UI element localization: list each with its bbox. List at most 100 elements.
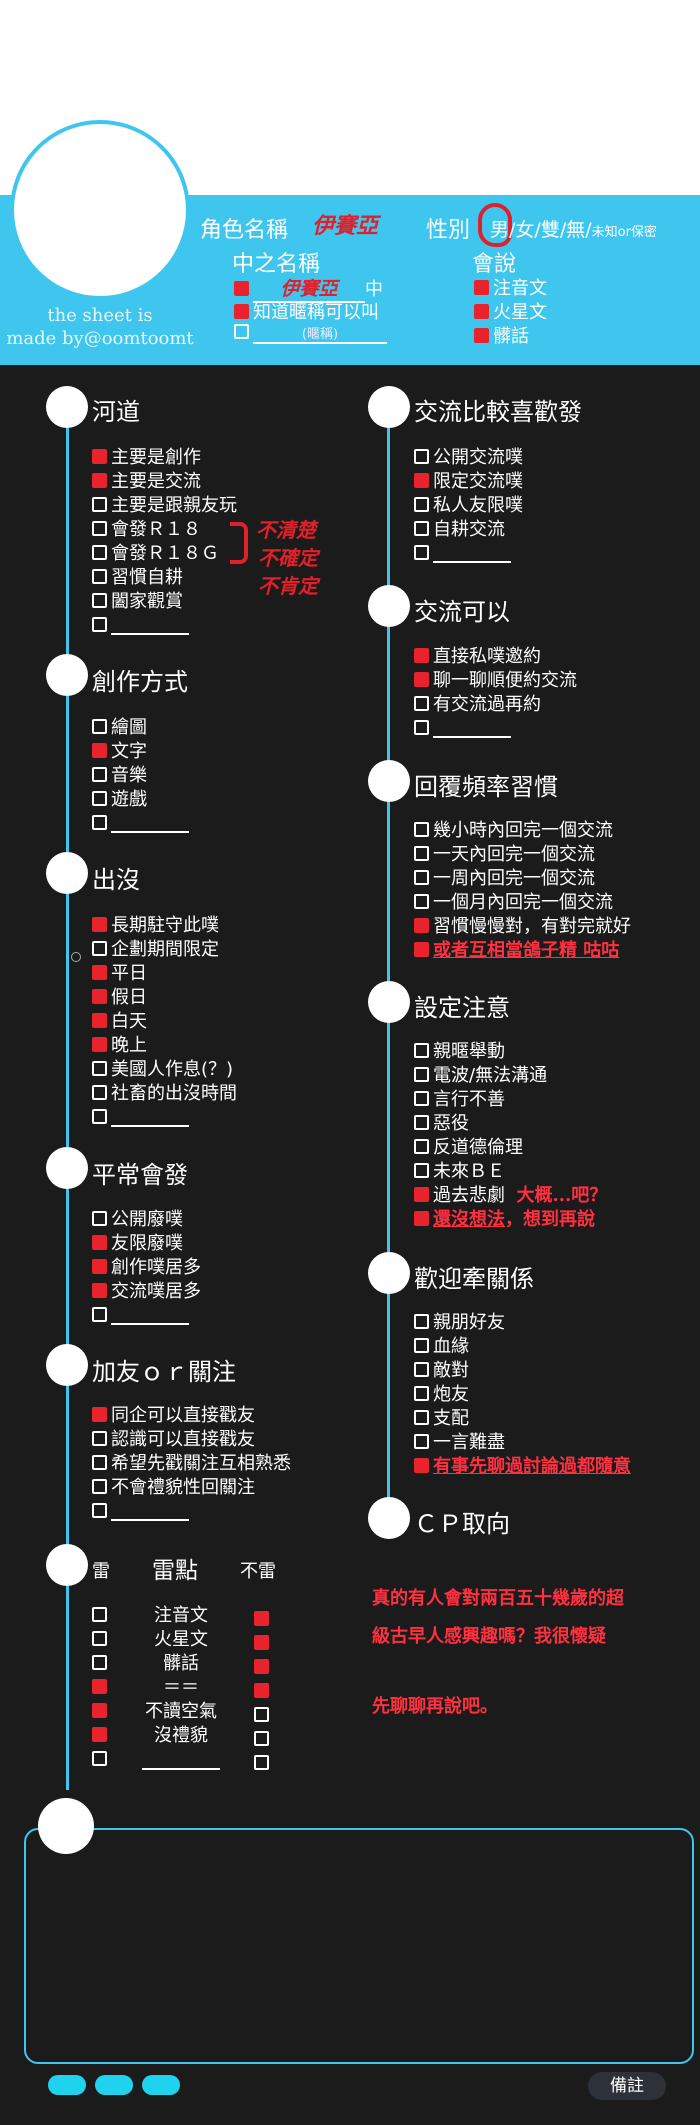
list-item[interactable]: 習慣自耕 bbox=[92, 566, 237, 590]
checkbox[interactable] bbox=[92, 1430, 107, 1446]
list-item[interactable]: 一周內回完一個交流 bbox=[414, 867, 631, 891]
blank-line[interactable] bbox=[142, 1748, 220, 1770]
list-item[interactable]: 還沒想法，想到再說 bbox=[414, 1208, 607, 1232]
checkbox[interactable] bbox=[414, 1210, 429, 1226]
list-item[interactable] bbox=[414, 717, 577, 741]
list-item[interactable]: 一言難盡 bbox=[414, 1431, 631, 1455]
list-item[interactable]: 公開廢噗 bbox=[92, 1208, 201, 1232]
list-item[interactable]: 交流噗居多 bbox=[92, 1280, 201, 1304]
checkbox[interactable] bbox=[92, 1036, 107, 1052]
language-row[interactable]: 火星文 bbox=[474, 298, 547, 324]
list-item[interactable]: 會發Ｒ１８Ｇ bbox=[92, 542, 237, 566]
list-item[interactable]: 聊一聊順便約交流 bbox=[414, 669, 577, 693]
list-item[interactable]: 闔家觀賞 bbox=[92, 590, 237, 614]
checkbox[interactable] bbox=[92, 1502, 107, 1518]
language-checkbox[interactable] bbox=[474, 303, 489, 319]
checkbox[interactable] bbox=[414, 1042, 429, 1058]
checkbox[interactable] bbox=[414, 1090, 429, 1106]
mine-checkbox[interactable] bbox=[92, 1750, 107, 1766]
ok-checkbox[interactable] bbox=[254, 1635, 269, 1650]
list-item[interactable]: 不會禮貌性回關注 bbox=[92, 1476, 291, 1500]
blank-line[interactable] bbox=[111, 815, 189, 833]
list-item[interactable]: 創作噗居多 bbox=[92, 1256, 201, 1280]
checkbox[interactable] bbox=[92, 742, 107, 758]
list-item[interactable]: 文字 bbox=[92, 740, 189, 764]
avatar[interactable] bbox=[10, 120, 190, 300]
list-item[interactable]: 惡役 bbox=[414, 1112, 607, 1136]
mine-checkbox[interactable] bbox=[92, 1606, 107, 1622]
list-item[interactable]: 習慣慢慢對，有對完就好 bbox=[414, 915, 631, 939]
list-item[interactable]: 晚上 bbox=[92, 1034, 237, 1058]
checkbox[interactable] bbox=[92, 766, 107, 782]
list-item[interactable]: 同企可以直接戳友 bbox=[92, 1404, 291, 1428]
checkbox[interactable] bbox=[414, 1138, 429, 1154]
list-item[interactable] bbox=[92, 1106, 237, 1130]
checkbox[interactable] bbox=[414, 845, 429, 861]
checkbox[interactable] bbox=[92, 520, 107, 536]
checkbox[interactable] bbox=[414, 448, 429, 464]
list-item[interactable] bbox=[92, 1500, 291, 1524]
remark-button[interactable]: 備註 bbox=[588, 2072, 666, 2100]
checkbox[interactable] bbox=[92, 592, 107, 608]
language-checkbox[interactable] bbox=[474, 327, 489, 343]
gender-male[interactable]: 男 bbox=[490, 219, 510, 241]
list-item[interactable]: 會發Ｒ１８ bbox=[92, 518, 237, 542]
list-item[interactable]: 假日 bbox=[92, 986, 237, 1010]
list-item[interactable]: 認識可以直接戳友 bbox=[92, 1428, 291, 1452]
checkbox[interactable] bbox=[92, 718, 107, 734]
nick-blank-checkbox[interactable] bbox=[234, 323, 249, 339]
tag-pill[interactable] bbox=[95, 2075, 133, 2095]
checkbox[interactable] bbox=[414, 941, 429, 957]
checkbox[interactable] bbox=[92, 544, 107, 560]
checkbox[interactable] bbox=[414, 544, 429, 560]
language-checkbox[interactable] bbox=[474, 279, 489, 295]
list-item[interactable]: 友限廢噗 bbox=[92, 1232, 201, 1256]
checkbox[interactable] bbox=[414, 1337, 429, 1353]
checkbox[interactable] bbox=[414, 1066, 429, 1082]
checkbox[interactable] bbox=[414, 1313, 429, 1329]
list-item[interactable]: 社畜的出沒時間 bbox=[92, 1082, 237, 1106]
list-item[interactable]: 企劃期間限定 bbox=[92, 938, 237, 962]
checkbox[interactable] bbox=[92, 1258, 107, 1274]
blank-line[interactable] bbox=[111, 1109, 189, 1127]
checkbox[interactable] bbox=[92, 814, 107, 830]
list-item[interactable]: 長期駐守此噗 bbox=[92, 914, 237, 938]
list-item[interactable]: 直接私噗邀約 bbox=[414, 645, 577, 669]
checkbox[interactable] bbox=[414, 671, 429, 687]
nick-checkbox[interactable] bbox=[234, 280, 249, 296]
list-item[interactable]: 繪圖 bbox=[92, 716, 189, 740]
checkbox[interactable] bbox=[92, 1234, 107, 1250]
blank-line[interactable] bbox=[433, 720, 511, 738]
language-row[interactable]: 髒話 bbox=[474, 322, 529, 348]
checkbox[interactable] bbox=[414, 1361, 429, 1377]
list-item[interactable]: 私人友限噗 bbox=[414, 494, 523, 518]
list-item[interactable]: 反道德倫理 bbox=[414, 1136, 607, 1160]
list-item[interactable] bbox=[92, 812, 189, 836]
list-item[interactable]: 希望先戳關注互相熟悉 bbox=[92, 1452, 291, 1476]
checkbox[interactable] bbox=[414, 1162, 429, 1178]
checkbox[interactable] bbox=[414, 1186, 429, 1202]
list-item[interactable]: 音樂 bbox=[92, 764, 189, 788]
gender-unknown[interactable]: 未知or保密 bbox=[591, 225, 657, 240]
mine-checkbox[interactable] bbox=[92, 1726, 107, 1742]
checkbox[interactable] bbox=[92, 448, 107, 464]
checkbox[interactable] bbox=[414, 1457, 429, 1473]
checkbox[interactable] bbox=[92, 1454, 107, 1470]
ok-checkbox[interactable] bbox=[254, 1683, 269, 1698]
checkbox[interactable] bbox=[92, 1210, 107, 1226]
checkbox[interactable] bbox=[92, 940, 107, 956]
blank-line[interactable] bbox=[433, 545, 511, 563]
checkbox[interactable] bbox=[92, 1012, 107, 1028]
checkbox[interactable] bbox=[92, 790, 107, 806]
list-item[interactable]: 未來ＢＥ bbox=[414, 1160, 607, 1184]
list-item[interactable]: 主要是交流 bbox=[92, 470, 237, 494]
checkbox[interactable] bbox=[414, 1385, 429, 1401]
list-item[interactable]: 幾小時內回完一個交流 bbox=[414, 819, 631, 843]
list-item[interactable]: 親暱舉動 bbox=[414, 1040, 607, 1064]
list-item[interactable]: 公開交流噗 bbox=[414, 446, 523, 470]
list-item[interactable]: 美國人作息(？) bbox=[92, 1058, 237, 1082]
list-item[interactable]: 炮友 bbox=[414, 1383, 631, 1407]
checkbox[interactable] bbox=[414, 520, 429, 536]
list-item[interactable]: 敵對 bbox=[414, 1359, 631, 1383]
list-item[interactable]: 有事先聊過討論過都隨意 bbox=[414, 1455, 631, 1479]
